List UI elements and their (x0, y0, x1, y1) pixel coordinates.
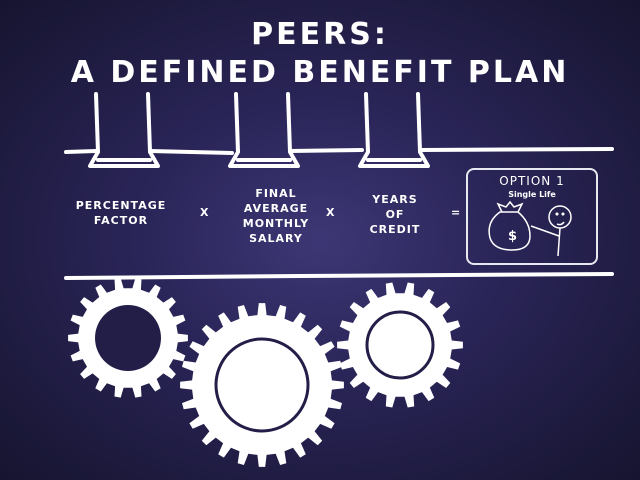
factor-salary: FINAL AVERAGE MONTHLY SALARY (242, 187, 310, 245)
title-line-1: PEERS: (251, 17, 389, 52)
pillar-3 (358, 92, 430, 168)
pillar-1 (88, 92, 160, 168)
gear-left-hub (95, 305, 161, 371)
multiply-sign-1: X (200, 206, 209, 219)
money-bag-icon (488, 200, 531, 251)
gear-center-hub (214, 337, 310, 433)
option-subtitle: Single Life (508, 190, 556, 199)
option-1-card: OPTION 1 Single Life (466, 168, 598, 265)
gear-right-hub (365, 310, 435, 380)
multiply-sign-2: X (326, 206, 335, 219)
factor-percentage: PERCENTAGE FACTOR (75, 199, 167, 227)
stick-figure-icon (530, 205, 572, 257)
equals-sign: = (451, 206, 461, 219)
dollar-sign: $ (508, 229, 517, 244)
factor-years: YEARS OF CREDIT (369, 193, 421, 236)
baseline (64, 147, 614, 155)
option-title: OPTION 1 (499, 174, 565, 188)
pillar-2 (228, 92, 300, 168)
divider-line (64, 272, 614, 280)
title-line-2: A DEFINED BENEFIT PLAN (70, 55, 570, 90)
